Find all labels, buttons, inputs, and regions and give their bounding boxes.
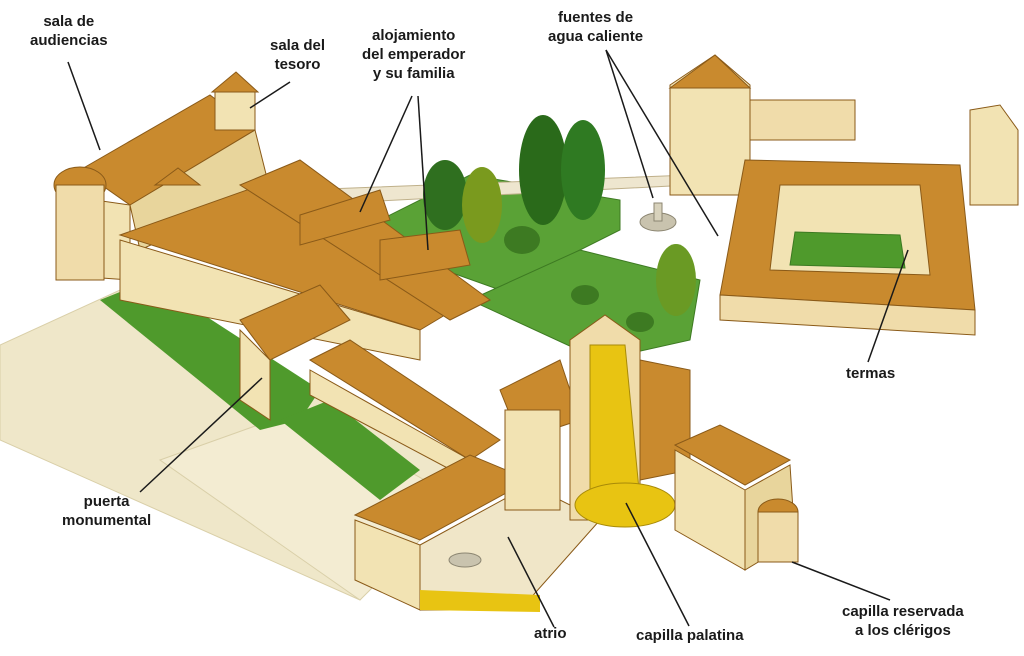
label-atrio: atrio xyxy=(534,625,567,642)
baths xyxy=(668,54,1019,336)
label-capilla-clerigos: capilla reservada a los clérigos xyxy=(842,603,964,639)
label-termas: termas xyxy=(846,365,896,382)
label-capilla-palatina: capilla palatina xyxy=(636,627,744,644)
palatine-chapel xyxy=(499,314,691,528)
clerics-chapel xyxy=(673,424,799,571)
trees xyxy=(423,115,696,332)
fountain xyxy=(639,202,677,232)
lawn-front xyxy=(280,400,420,500)
leader-lines xyxy=(67,49,909,628)
audience-hall xyxy=(53,71,271,281)
palace-wings xyxy=(118,159,501,481)
label-puerta-monumental: puerta monumental xyxy=(62,493,152,529)
atrium xyxy=(353,454,601,612)
label-sala-tesoro: sala del tesoro xyxy=(270,37,326,73)
label-sala-audiencias: sala de audiencias xyxy=(30,13,108,49)
label-alojamiento: alojamiento del emperador y su familia xyxy=(362,27,466,82)
label-fuentes: fuentes de agua caliente xyxy=(548,9,644,45)
